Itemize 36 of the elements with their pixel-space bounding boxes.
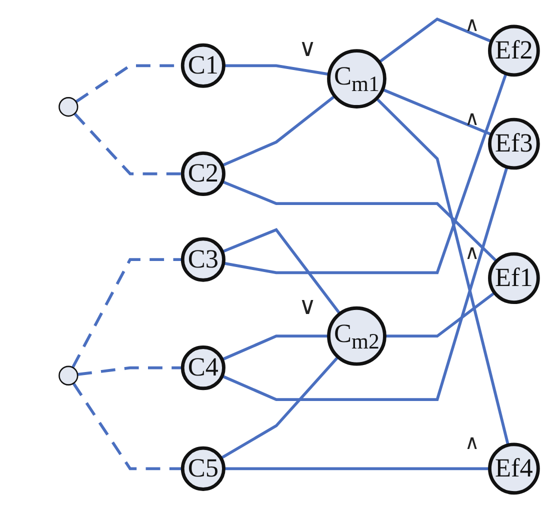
connector <box>221 166 508 401</box>
connector <box>220 356 340 460</box>
node-circle: Ef2 <box>488 24 540 77</box>
node-circle: Ef3 <box>488 118 540 170</box>
connector <box>221 94 336 167</box>
logic-operator-label: ∧ <box>464 432 480 452</box>
node-circle: C$_{m2}$ <box>327 306 386 366</box>
node-circle: C4 <box>180 346 226 390</box>
logic-operator-label: ∧ <box>464 242 480 262</box>
logic-operator-label: ∨ <box>298 36 316 60</box>
connector <box>221 334 329 361</box>
node-circle: C3 <box>180 237 226 282</box>
connector <box>224 64 330 76</box>
connector <box>77 366 183 376</box>
logic-operator-label: ∨ <box>298 294 316 318</box>
node-circle: C$_{m1}$ <box>327 49 386 108</box>
connector <box>223 73 508 274</box>
connector <box>376 97 510 446</box>
node-circle: C5 <box>180 446 226 491</box>
node-circle <box>58 366 78 386</box>
connector <box>382 88 492 136</box>
connector <box>222 180 498 262</box>
connector <box>71 258 183 368</box>
connector <box>224 467 490 470</box>
node-circle: C2 <box>180 152 226 196</box>
node-circle: Ef1 <box>488 252 540 304</box>
connector <box>222 228 341 315</box>
node-circle: C1 <box>180 43 226 88</box>
connector <box>72 382 183 470</box>
node-circle <box>58 97 78 117</box>
node-circle: Ef4 <box>488 442 540 495</box>
connector <box>378 17 492 64</box>
connector <box>74 112 183 176</box>
logic-operator-label: ∧ <box>464 14 480 34</box>
connector <box>384 292 496 338</box>
logic-operator-label: ∧ <box>464 108 480 128</box>
